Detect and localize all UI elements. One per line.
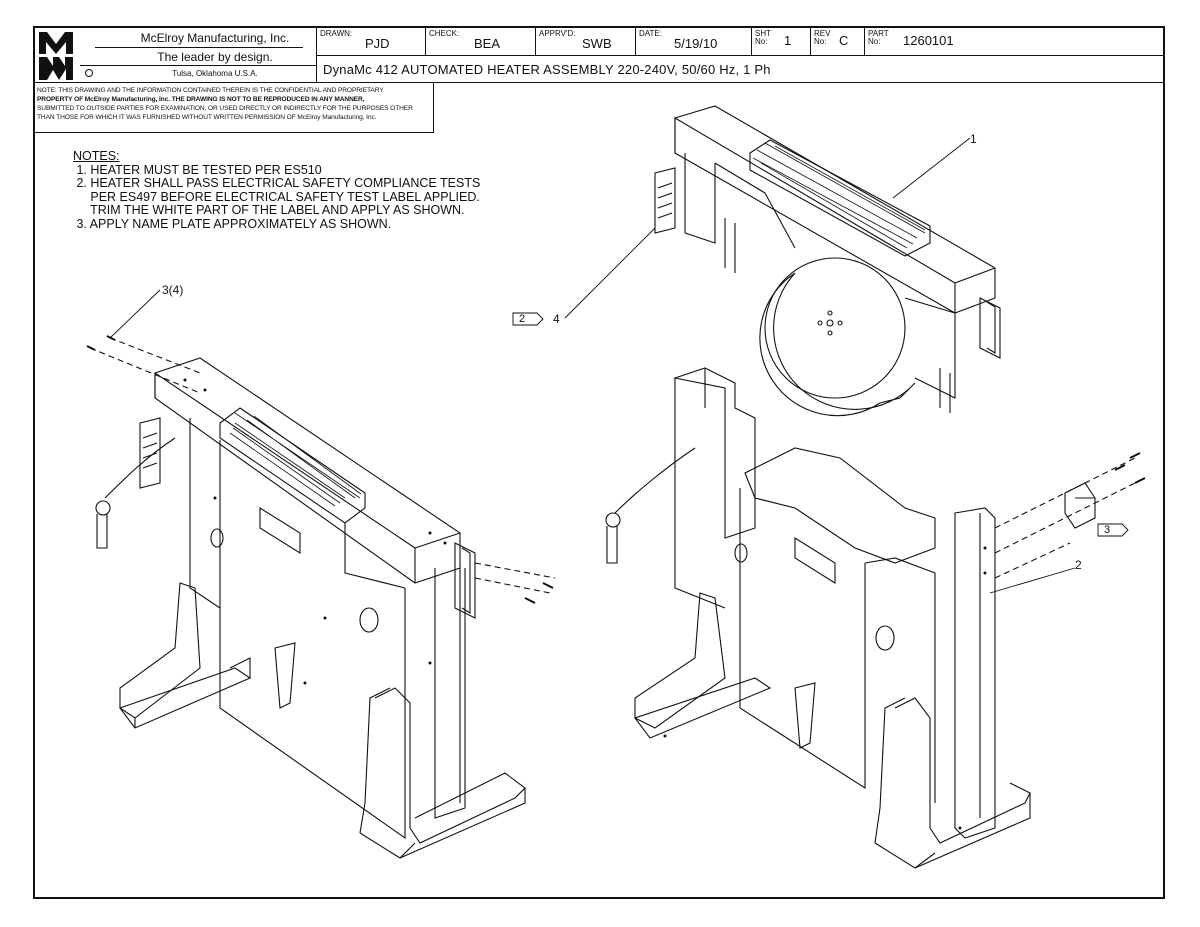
- callout-item-1: 1: [970, 132, 977, 146]
- date-cell: DATE: 5/19/10: [636, 28, 752, 56]
- company-location: Tulsa, Oklahoma U.S.A.: [172, 69, 258, 78]
- approved-label: APPRV'D:: [539, 29, 576, 38]
- check-value: BEA: [474, 36, 501, 51]
- note-line: 1. HEATER MUST BE TESTED PER ES510: [73, 162, 322, 177]
- note-line: 2. HEATER SHALL PASS ELECTRICAL SAFETY C…: [73, 176, 481, 190]
- notes-block: NOTES: 1. HEATER MUST BE TESTED PER ES51…: [73, 149, 481, 231]
- note-line: PER ES497 BEFORE ELECTRICAL SAFETY TEST …: [73, 189, 480, 204]
- notice-line: SUBMITTED TO OUTSIDE PARTIES FOR EXAMINA…: [37, 105, 413, 112]
- revision-value: C: [839, 33, 849, 48]
- company-tagline: The leader by design.: [157, 50, 273, 64]
- sheet-value: 1: [784, 33, 792, 48]
- target-icon: [85, 69, 93, 77]
- notice-line: NOTE: THIS DRAWING AND THE INFORMATION C…: [37, 87, 384, 94]
- callout-leaders: [109, 137, 1129, 594]
- divider: [80, 65, 316, 66]
- note-line: TRIM THE WHITE PART OF THE LABEL AND APP…: [73, 203, 465, 217]
- heater-plate-view: [654, 105, 1001, 417]
- title-block: McElroy Manufacturing, Inc. The leader b…: [35, 28, 1163, 83]
- callout-item-2: 2: [1075, 558, 1082, 572]
- approved-value: SWB: [582, 36, 612, 51]
- drawing-title-row: DynaMc 412 AUTOMATED HEATER ASSEMBLY 220…: [317, 56, 1163, 83]
- flag-2-icon: [512, 312, 544, 326]
- assembly-drawing: [86, 105, 1146, 869]
- drawing-title: DynaMc 412 AUTOMATED HEATER ASSEMBLY 220…: [323, 62, 771, 77]
- callout-item-3-qty: 3(4): [162, 283, 184, 297]
- note-line: 3. APPLY NAME PLATE APPROXIMATELY AS SHO…: [73, 216, 392, 231]
- date-value: 5/19/10: [674, 36, 718, 51]
- check-label: CHECK:: [429, 29, 460, 38]
- flag-3-label: 3: [1104, 524, 1111, 536]
- approved-cell: APPRV'D: SWB: [536, 28, 636, 56]
- confidentiality-notice: NOTE: THIS DRAWING AND THE INFORMATION C…: [35, 83, 434, 133]
- part-value: 1260101: [903, 33, 954, 48]
- notice-line: PROPERTY OF McElroy Manufacturing, Inc. …: [37, 96, 365, 103]
- company-name: McElroy Manufacturing, Inc.: [140, 31, 290, 45]
- mmi-logo-icon: [37, 30, 75, 82]
- vent-grid: [752, 142, 926, 249]
- drawn-value: PJD: [365, 36, 390, 51]
- notice-line: THAN THOSE FOR WHICH IT WAS FURNISHED WI…: [37, 114, 377, 121]
- callout-item-4: 4: [553, 312, 560, 326]
- check-cell: CHECK: BEA: [426, 28, 536, 56]
- flag-3-icon: [1097, 523, 1129, 537]
- assembled-heater-view: [86, 335, 556, 859]
- vent-grid: [229, 407, 366, 507]
- flag-2-label: 2: [519, 313, 526, 325]
- drawn-cell: DRAWN: PJD: [317, 28, 426, 56]
- company-cell: McElroy Manufacturing, Inc. The leader b…: [35, 28, 317, 83]
- drawing-sheet: McElroy Manufacturing, Inc. The leader b…: [33, 26, 1165, 899]
- divider: [95, 47, 303, 48]
- notes-header: NOTES:: [73, 149, 120, 163]
- heater-stand-view: [605, 367, 1146, 869]
- drawn-label: DRAWN:: [320, 29, 353, 38]
- date-label: DATE:: [639, 29, 662, 38]
